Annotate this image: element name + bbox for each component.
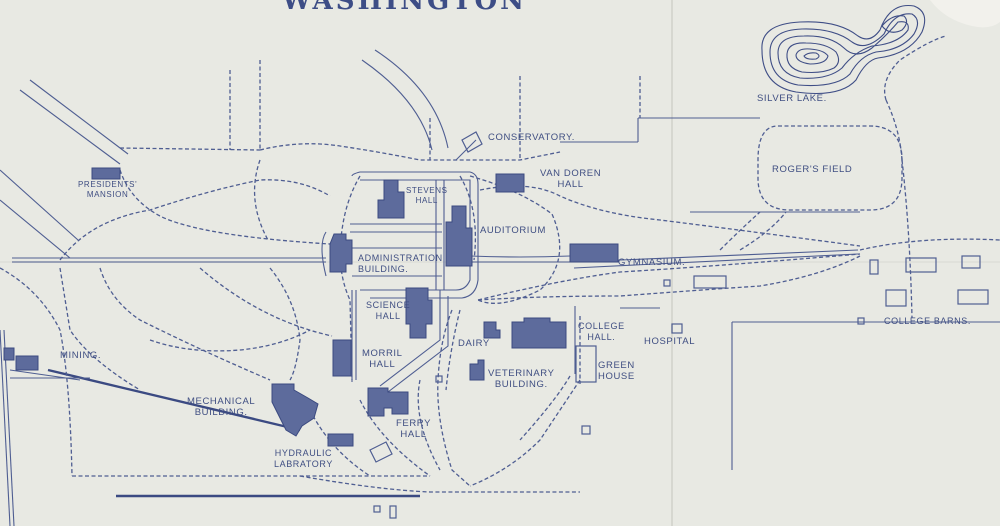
conservatory-building — [461, 131, 483, 153]
stevens-hall-building — [377, 179, 405, 219]
college-hall-building — [511, 317, 567, 349]
label-conservatory: CONSERVATORY. — [488, 132, 575, 143]
administration-building — [329, 233, 353, 273]
label-mining: MINING. — [60, 350, 102, 361]
label-rogers-field: ROGER'S FIELD — [772, 164, 853, 175]
mining-building — [15, 355, 39, 371]
hydraulic-laboratory-building — [327, 433, 354, 447]
mechanical-building — [271, 383, 319, 437]
label-silver-lake: SILVER LAKE. — [757, 93, 827, 104]
label-gymnasium: GYMNASIUM. — [618, 257, 686, 268]
auditorium-building — [445, 205, 473, 267]
presidents-mansion-building — [91, 167, 121, 180]
silver-lake — [761, 4, 926, 95]
veterinary-building — [469, 359, 485, 381]
label-hydraulic-laboratory: HYDRAULIC LABRATORY — [274, 448, 333, 469]
label-college-barns: COLLEGE BARNS. — [884, 316, 971, 326]
green-house-building — [575, 345, 597, 383]
ferry-hall-building — [367, 387, 409, 417]
label-morril-hall: MORRIL HALL — [362, 348, 403, 370]
science-hall-building — [405, 287, 433, 339]
label-dairy: DAIRY — [458, 338, 490, 349]
label-college-hall: COLLEGE HALL. — [578, 321, 625, 342]
label-presidents-mansion: PRESIDENTS' MANSION — [78, 180, 138, 199]
label-van-doren-hall: VAN DOREN HALL — [540, 168, 602, 190]
van-doren-hall-building — [495, 173, 525, 193]
label-hospital: HOSPITAL — [644, 336, 696, 347]
label-administration-building: ADMINISTRATION BUILDING. — [358, 253, 443, 274]
label-green-house: GREEN HOUSE — [598, 360, 635, 382]
label-auditorium: AUDITORIUM — [480, 225, 546, 236]
label-ferry-hall: FERRY HALL — [396, 418, 432, 440]
label-veterinary-building: VETERINARY BUILDING. — [488, 368, 555, 390]
label-mechanical-building: MECHANICAL BUILDING. — [187, 396, 256, 418]
label-stevens-hall: STEVENS HALL — [406, 186, 448, 205]
map-title: WASHINGTON — [282, 0, 527, 16]
morril-hall-building — [332, 339, 352, 377]
rogers-field-track — [757, 125, 903, 211]
label-science-hall: SCIENCE HALL — [366, 300, 411, 321]
hospital-building — [671, 323, 683, 334]
gymnasium-building — [569, 243, 619, 263]
dairy-building — [483, 321, 501, 339]
